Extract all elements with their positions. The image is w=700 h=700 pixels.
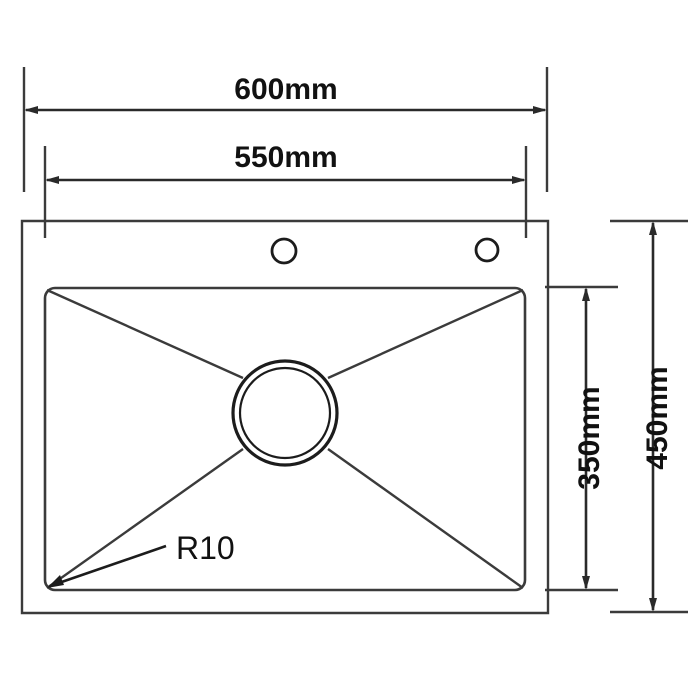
- arrowhead-top-350: [582, 287, 590, 301]
- drain-outer-ring-icon: [231, 359, 339, 467]
- dimension-label-overall-depth: 450mm: [641, 366, 674, 469]
- dimension-bowl-depth: 350mm: [545, 285, 618, 592]
- arrowhead-right-600: [533, 106, 547, 114]
- slope-line-top-right: [327, 288, 524, 380]
- dimension-label-bowl-depth: 350mm: [573, 386, 606, 489]
- arrowhead-left-550: [45, 176, 59, 184]
- arrowhead-bottom-350: [582, 576, 590, 590]
- slope-line-top-left: [46, 288, 244, 380]
- sink-deck-outline: [20, 219, 550, 615]
- arrowhead-radius: [47, 575, 64, 588]
- dimension-bowl-width: 550mm: [43, 141, 528, 238]
- bowl-slope-lines: [46, 288, 524, 589]
- leader-line-radius: [49, 544, 167, 588]
- drain-inner-ring-icon: [238, 366, 332, 460]
- dimension-overall-depth: 450mm: [610, 219, 688, 614]
- radius-callout: R10: [47, 530, 235, 588]
- arrowhead-left-600: [24, 106, 38, 114]
- slope-line-bottom-right: [327, 448, 524, 589]
- arrowhead-right-550: [512, 176, 526, 184]
- dimension-overall-width: 600mm: [22, 67, 549, 192]
- dimension-label-bowl-width: 550mm: [234, 141, 337, 174]
- tap-hole-right-icon: [474, 237, 500, 263]
- slope-line-bottom-left: [46, 448, 244, 589]
- dimension-label-overall-width: 600mm: [234, 73, 337, 106]
- arrowhead-top-450: [649, 221, 657, 235]
- arrowhead-bottom-450: [649, 598, 657, 612]
- radius-label: R10: [176, 530, 235, 566]
- tap-hole-left-icon: [270, 237, 298, 265]
- sink-bowl-outline: [43, 286, 527, 592]
